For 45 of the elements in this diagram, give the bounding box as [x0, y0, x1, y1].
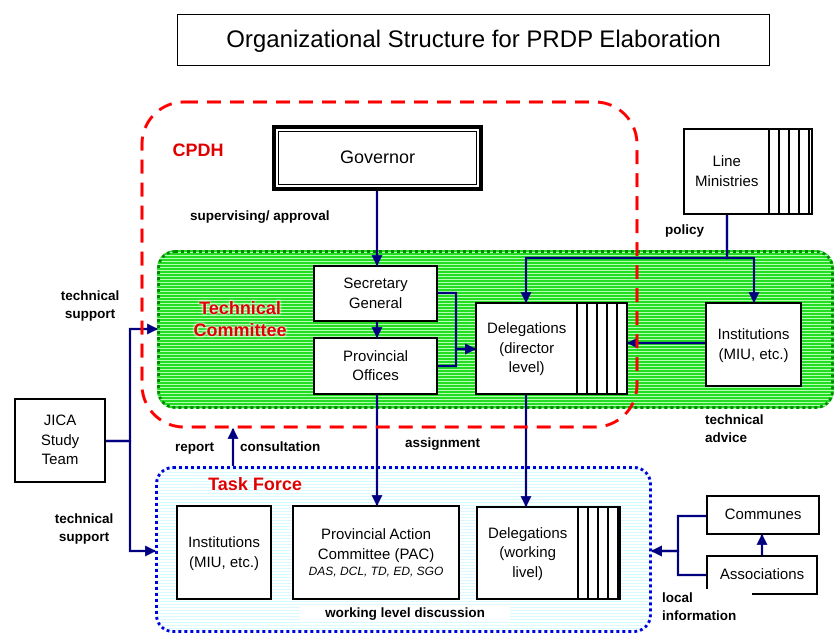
node-label: Governor: [340, 146, 416, 170]
node-label: Delegations (working livel): [488, 524, 568, 582]
task-force-panel: [155, 466, 652, 633]
process-box: [176, 505, 272, 600]
process-box: [292, 505, 460, 600]
dashed-group-outline: [140, 100, 639, 429]
group-title: CPDH: [171, 140, 224, 162]
arrow: [726, 215, 760, 304]
node-label: Provincial Action Committee (PAC): [316, 525, 436, 564]
stacked-box: [476, 506, 621, 600]
node-label: Institutions (MIU, etc.): [717, 325, 790, 364]
node-label: Secretary General: [342, 274, 409, 313]
process-box: [272, 125, 483, 191]
arrow: [520, 395, 532, 508]
arrow: [756, 534, 768, 555]
node-label: DAS, DCL, TD, ED, SGO: [308, 564, 444, 580]
edge-label: supervising/ approval: [190, 207, 330, 225]
process-box: [313, 337, 438, 395]
node-label: Provincial Offices: [342, 346, 410, 386]
node-label: Line Ministries: [695, 152, 758, 191]
process-box: [14, 398, 106, 483]
process-box: [706, 555, 818, 595]
process-box: [706, 495, 820, 535]
stacked-box: [683, 128, 813, 215]
title: Organizational Structure for PRDP Elaboration: [177, 14, 770, 66]
node-label: JICA Study Team: [40, 411, 80, 470]
group-title: Task Force: [207, 474, 303, 496]
arrow: [372, 395, 382, 506]
group-note: working level discussion: [300, 605, 510, 622]
edge-label: policy: [665, 221, 704, 239]
node-label: Delegations (director level): [487, 319, 566, 378]
arrow: [228, 428, 238, 466]
arrow: [650, 546, 706, 576]
arrow: [372, 322, 382, 338]
process-box: [705, 302, 802, 387]
arrow: [106, 440, 156, 556]
arrow: [372, 191, 382, 266]
annotation-label: assignment: [405, 434, 480, 452]
arrow: [626, 338, 705, 348]
arrow: [438, 344, 476, 368]
stacked-box: [475, 302, 628, 395]
node-label: Institutions (MIU, etc.): [188, 533, 260, 572]
process-box: [313, 265, 438, 322]
node-label: Communes: [724, 505, 802, 525]
node-label: Associations: [720, 565, 804, 585]
